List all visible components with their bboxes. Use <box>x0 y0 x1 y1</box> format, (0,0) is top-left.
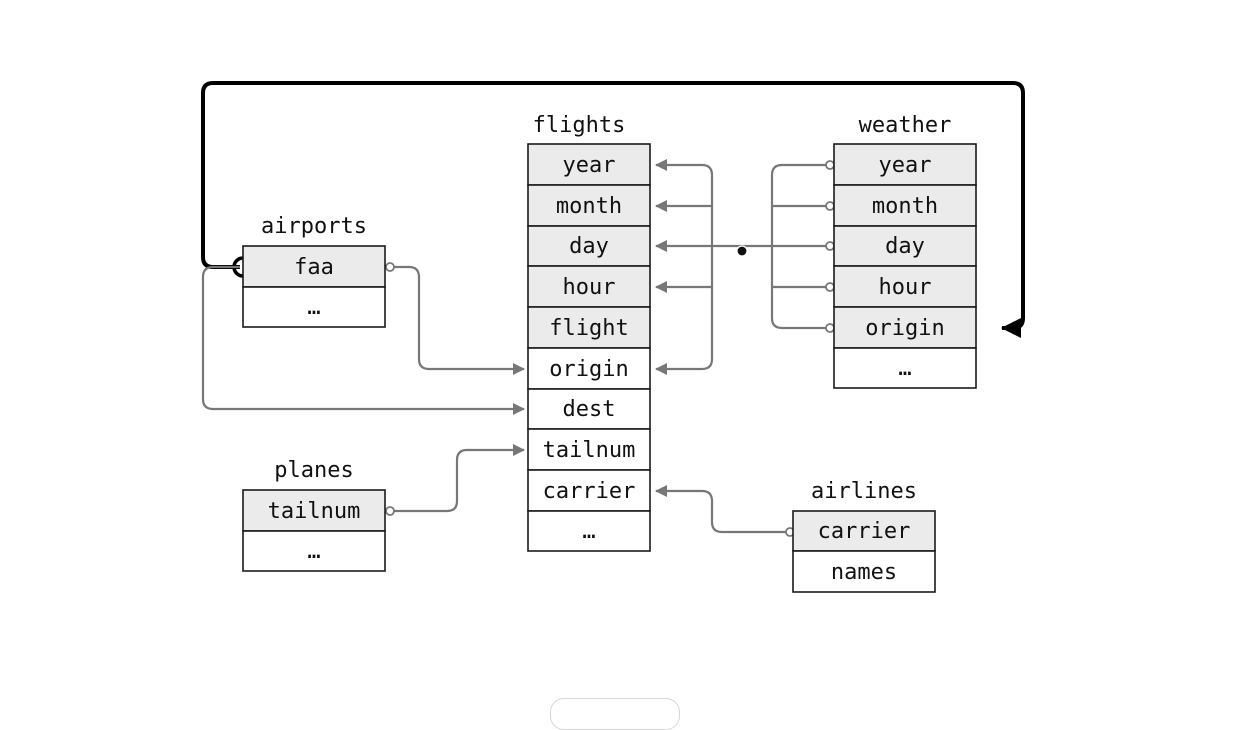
relation-end-planes-tailnum <box>385 506 395 516</box>
relation-airlines-carrier <box>655 485 790 534</box>
svg-text:faa: faa <box>294 255 334 280</box>
svg-text:origin: origin <box>865 316 944 341</box>
table-flights: flights year month day hour flight origi… <box>527 113 651 552</box>
table-airlines: airlines carrier names <box>792 479 936 593</box>
svg-text:…: … <box>307 295 320 320</box>
table-title: airports <box>261 214 367 239</box>
relation-airports-weather <box>201 81 1025 338</box>
table-field: year <box>833 143 977 186</box>
relation-end-airports-faa <box>385 262 395 272</box>
relational-diagram: flights year month day hour flight origi… <box>201 81 1025 593</box>
table-field: carrier <box>527 469 651 512</box>
svg-text:month: month <box>872 194 938 219</box>
svg-text:…: … <box>898 356 911 381</box>
table-field: flight <box>527 306 651 349</box>
svg-text:tailnum: tailnum <box>543 438 636 463</box>
svg-text:day: day <box>569 234 609 259</box>
svg-text:year: year <box>563 153 616 178</box>
table-field: hour <box>833 265 977 308</box>
table-field: faa <box>242 245 386 288</box>
svg-text:month: month <box>556 194 622 219</box>
table-field: tailnum <box>242 489 386 532</box>
table-title: airlines <box>811 479 917 504</box>
junction-dot <box>736 245 748 257</box>
relation-lines <box>201 81 1025 537</box>
svg-text:hour: hour <box>563 275 616 300</box>
table-field: names <box>792 550 936 593</box>
bottom-tab[interactable] <box>550 698 680 730</box>
relation-weather-flights <box>655 159 835 375</box>
table-field: dest <box>527 388 651 430</box>
table-field: … <box>242 286 386 328</box>
table-field: tailnum <box>527 428 651 471</box>
svg-text:hour: hour <box>879 275 932 300</box>
table-field: month <box>527 184 651 227</box>
svg-text:year: year <box>879 153 932 178</box>
svg-text:…: … <box>307 539 320 564</box>
svg-text:tailnum: tailnum <box>268 499 361 524</box>
svg-text:carrier: carrier <box>543 479 636 504</box>
table-field: month <box>833 184 977 227</box>
svg-text:flight: flight <box>549 316 628 341</box>
svg-text:carrier: carrier <box>818 519 911 544</box>
svg-text:names: names <box>831 560 897 585</box>
table-field: carrier <box>792 510 936 552</box>
relation-planes-tailnum <box>390 444 525 513</box>
table-title: flights <box>533 113 626 138</box>
table-field: … <box>242 530 386 572</box>
relation-airports-dest <box>201 265 525 415</box>
table-field: day <box>527 225 651 267</box>
table-field: year <box>527 143 651 186</box>
table-field: … <box>527 510 651 552</box>
svg-text:…: … <box>582 519 595 544</box>
svg-text:dest: dest <box>563 397 616 422</box>
table-title: planes <box>274 458 353 483</box>
table-field: … <box>833 347 977 389</box>
table-field: origin <box>833 306 977 349</box>
table-field: day <box>833 225 977 267</box>
table-planes: planes tailnum … <box>242 458 386 572</box>
table-field: origin <box>527 347 651 390</box>
svg-text:origin: origin <box>549 357 628 382</box>
table-weather: weather year month day hour origin … <box>833 113 977 389</box>
svg-text:day: day <box>885 234 925 259</box>
table-airports: airports faa … <box>242 214 386 328</box>
relation-airports-origin <box>390 265 525 375</box>
table-title: weather <box>859 113 952 138</box>
table-field: hour <box>527 265 651 308</box>
